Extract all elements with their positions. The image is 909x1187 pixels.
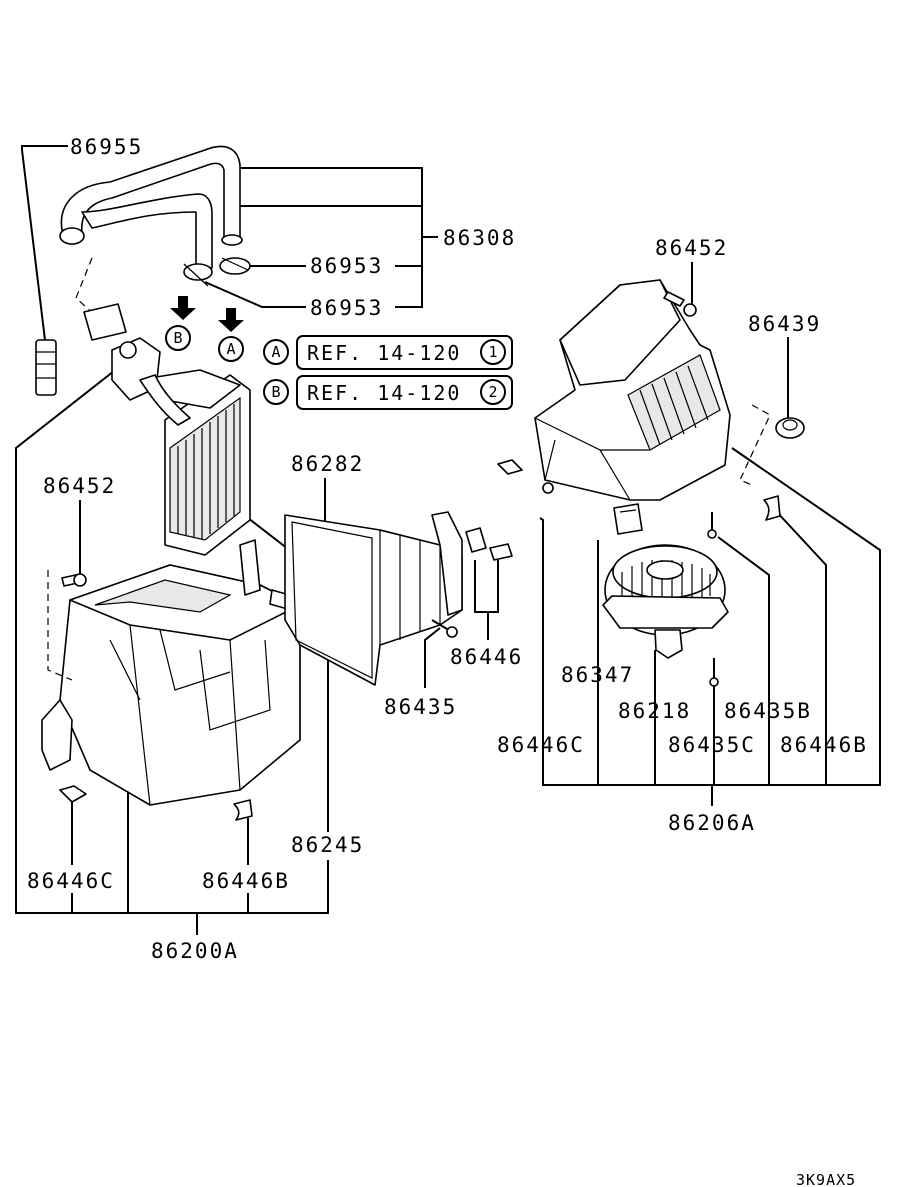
label-86446B-left[interactable]: 86446B [202, 869, 290, 893]
reference-a-text: REF. 14-120 [307, 341, 461, 365]
label-86446C-right[interactable]: 86446C [497, 733, 585, 757]
blower-case [534, 279, 771, 501]
label-86245[interactable]: 86245 [291, 833, 364, 857]
clip-right-86446C [497, 459, 523, 475]
heater-hoses [59, 145, 243, 269]
label-86435[interactable]: 86435 [384, 695, 457, 719]
label-86435B[interactable]: 86435B [724, 699, 812, 723]
reference-box-b[interactable]: B REF. 14-120 2 [263, 375, 513, 410]
label-86218[interactable]: 86218 [618, 699, 691, 723]
screw-86435B [707, 512, 717, 539]
reference-a-page: 1 [488, 343, 497, 361]
svg-text:A: A [226, 340, 235, 358]
clips-86446 [465, 527, 513, 561]
screw-left-86452 [61, 573, 87, 587]
clip-left-86446B [233, 799, 253, 821]
heater-core [139, 369, 251, 556]
label-86953-lower[interactable]: 86953 [310, 296, 383, 320]
label-86206A[interactable]: 86206A [668, 811, 756, 835]
label-86446[interactable]: 86446 [450, 645, 523, 669]
screw-right-86452 [663, 291, 697, 317]
screw-86435 [431, 619, 458, 638]
duct-86282 [284, 511, 463, 686]
clip-right-86446B [763, 495, 781, 521]
reference-b-marker: B [271, 383, 280, 401]
resistor-86347 [613, 503, 643, 535]
label-86452-right[interactable]: 86452 [655, 236, 728, 260]
label-86446B-right[interactable]: 86446B [780, 733, 868, 757]
svg-text:B: B [173, 329, 182, 347]
reference-b-text: REF. 14-120 [307, 381, 461, 405]
reference-box-a[interactable]: A REF. 14-120 1 [263, 335, 513, 370]
clip-left-86446C [59, 785, 87, 803]
leader-lines [15, 145, 881, 935]
label-86282[interactable]: 86282 [291, 452, 364, 476]
label-86347[interactable]: 86347 [561, 663, 634, 687]
label-86446C-left[interactable]: 86446C [27, 869, 115, 893]
part-labels: 86955 86308 86953 86953 86452 86282 8644… [27, 135, 868, 963]
reference-b-page: 2 [488, 383, 497, 401]
screw-86435C [709, 658, 719, 687]
view-arrow-a: A [218, 308, 244, 362]
heater-unit-housing [41, 539, 301, 806]
blower-motor-86218 [602, 544, 729, 659]
label-86435C[interactable]: 86435C [668, 733, 756, 757]
label-86955[interactable]: 86955 [70, 135, 143, 159]
view-arrow-b: B [165, 296, 196, 351]
label-86308[interactable]: 86308 [443, 226, 516, 250]
grommet-86439 [775, 417, 805, 439]
label-86439[interactable]: 86439 [748, 312, 821, 336]
label-86452-left[interactable]: 86452 [43, 474, 116, 498]
hose-clamps [183, 257, 251, 287]
reference-a-marker: A [271, 343, 280, 361]
diagram-code: 3K9AX5 [796, 1171, 856, 1187]
label-86200A[interactable]: 86200A [151, 939, 239, 963]
label-86953-upper[interactable]: 86953 [310, 254, 383, 278]
